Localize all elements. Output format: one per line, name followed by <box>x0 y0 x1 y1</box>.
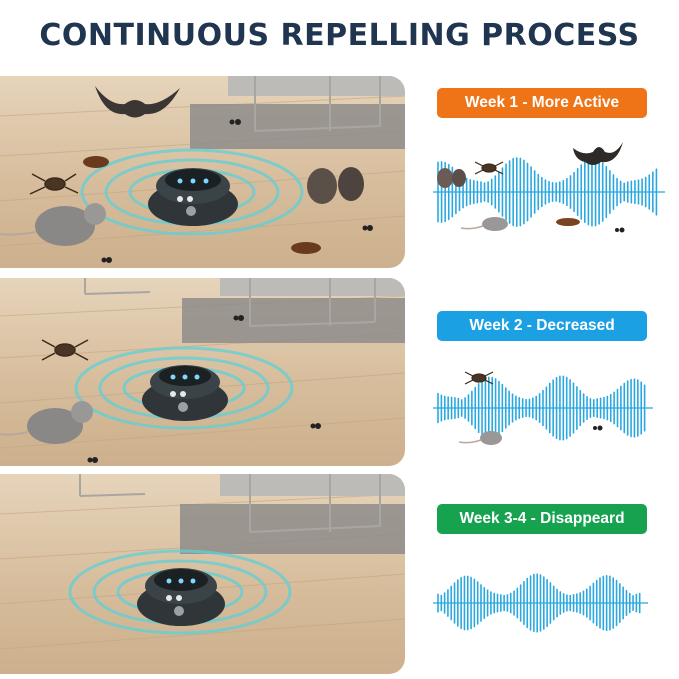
waveform-bars <box>433 157 665 227</box>
waveform-bars <box>433 573 648 633</box>
repeller-device <box>142 365 228 421</box>
ant-icon <box>87 315 321 463</box>
chair-legs <box>84 278 376 327</box>
spider-icon <box>474 161 504 175</box>
stage-photo <box>0 474 405 674</box>
stage-week-3-4: Week 3-4 - Disappeard <box>0 474 679 674</box>
stage-week-2: Week 2 - Decreased <box>0 278 679 466</box>
rat-icon <box>0 401 93 444</box>
page-title: CONTINUOUS REPELLING PROCESS <box>39 18 640 53</box>
rat-icon <box>0 203 106 246</box>
sofa <box>220 278 405 296</box>
spider-icon <box>464 371 494 385</box>
rug <box>182 298 405 343</box>
ultrasonic-wave <box>433 573 648 633</box>
stage-label: Week 2 - Decreased <box>437 311 647 341</box>
stage-label: Week 3-4 - Disappeard <box>437 504 647 534</box>
stage-photo <box>0 76 405 268</box>
rat-icon <box>460 217 508 231</box>
ant-icon <box>593 425 603 431</box>
stage-label: Week 1 - More Active <box>437 88 647 118</box>
spider-icon <box>29 173 79 195</box>
bat-icon <box>573 142 623 165</box>
waveform-bars <box>433 375 653 441</box>
spider-icon <box>41 339 89 361</box>
cockroach-icon <box>83 156 109 168</box>
repeller-device <box>137 568 225 626</box>
room-scene <box>0 278 405 463</box>
sofa <box>220 474 405 496</box>
sofa <box>228 76 405 96</box>
chair-legs <box>79 474 381 533</box>
room-scene <box>0 76 405 263</box>
rat-icon <box>307 167 364 204</box>
rat-icon <box>437 168 466 188</box>
repeller-device <box>148 168 238 226</box>
cockroach-icon <box>291 242 321 254</box>
rat-icon <box>458 431 502 445</box>
room-scene <box>0 474 405 650</box>
ultrasonic-wave <box>433 142 665 233</box>
chair-legs <box>254 76 381 132</box>
cockroach-icon <box>556 218 580 226</box>
ultrasonic-wave <box>433 371 653 445</box>
stage-photo <box>0 278 405 466</box>
ant-icon <box>101 119 373 263</box>
ant-icon <box>615 227 625 233</box>
bat-icon <box>95 86 180 118</box>
rug <box>180 504 405 554</box>
stage-week-1: Week 1 - More Active <box>0 76 679 268</box>
